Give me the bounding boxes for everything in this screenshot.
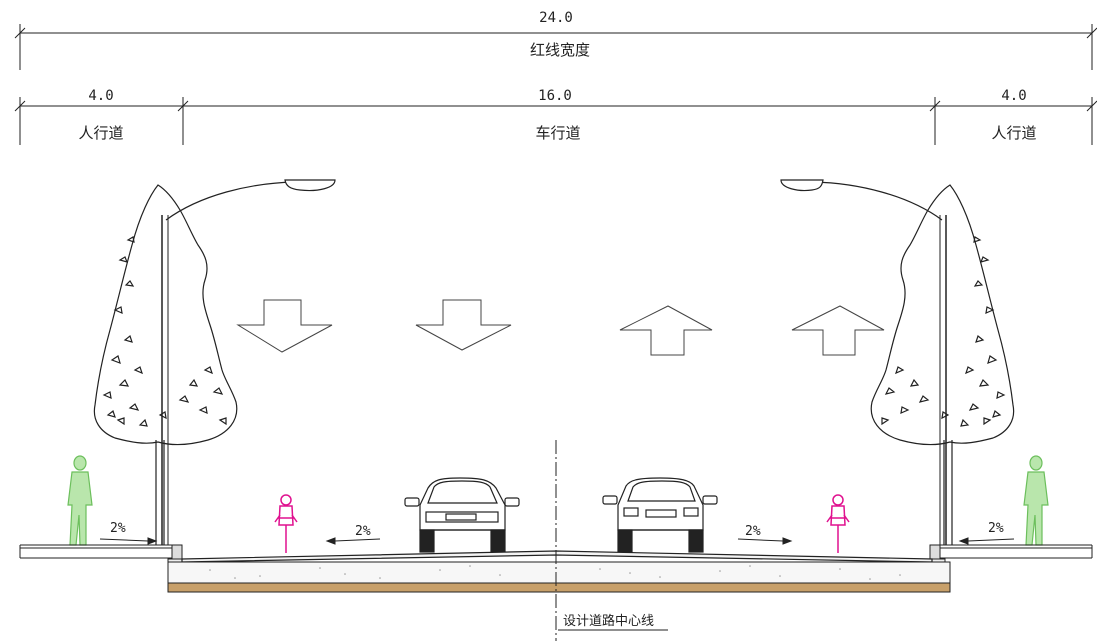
right-sidewalk-label: 人行道 bbox=[991, 124, 1036, 142]
right-carriageway-slope: 2% bbox=[745, 524, 761, 539]
total-width-value: 24.0 bbox=[539, 10, 573, 26]
left-sidewalk-slope: 2% bbox=[110, 521, 126, 536]
left-sidewalk-width: 4.0 bbox=[88, 88, 113, 104]
road-subbase-layer bbox=[167, 582, 951, 593]
road-base-layer bbox=[167, 561, 951, 584]
lane-arrow-up-1 bbox=[619, 305, 713, 356]
slope-arrows bbox=[99, 537, 1015, 545]
left-tree bbox=[93, 184, 238, 545]
lane-arrow-down-2 bbox=[415, 299, 512, 351]
dimension-top-total bbox=[14, 24, 1097, 70]
lane-arrow-up-2 bbox=[791, 305, 885, 356]
carriageway-pavement bbox=[181, 550, 933, 563]
right-sidewalk-width: 4.0 bbox=[1001, 88, 1026, 104]
left-sidewalk-label: 人行道 bbox=[78, 124, 123, 142]
right-street-lamp bbox=[780, 179, 943, 221]
left-cyclist-figure bbox=[274, 494, 298, 553]
left-pedestrian-figure bbox=[67, 455, 93, 546]
dimension-segments bbox=[14, 97, 1097, 145]
total-width-label: 红线宽度 bbox=[530, 41, 590, 59]
left-car-front-view bbox=[404, 477, 520, 553]
centerline-label: 设计道路中心线 bbox=[563, 613, 654, 629]
right-tree bbox=[870, 184, 1015, 545]
left-street-lamp bbox=[165, 179, 336, 221]
carriageway-width: 16.0 bbox=[538, 88, 572, 104]
right-cyclist-figure bbox=[826, 494, 850, 553]
right-sidewalk-slope: 2% bbox=[988, 521, 1004, 536]
right-car-rear-view bbox=[602, 477, 718, 553]
right-pedestrian-figure bbox=[1023, 455, 1049, 546]
lane-arrow-down-1 bbox=[236, 299, 333, 353]
carriageway-label: 车行道 bbox=[535, 124, 580, 142]
left-carriageway-slope: 2% bbox=[355, 524, 371, 539]
